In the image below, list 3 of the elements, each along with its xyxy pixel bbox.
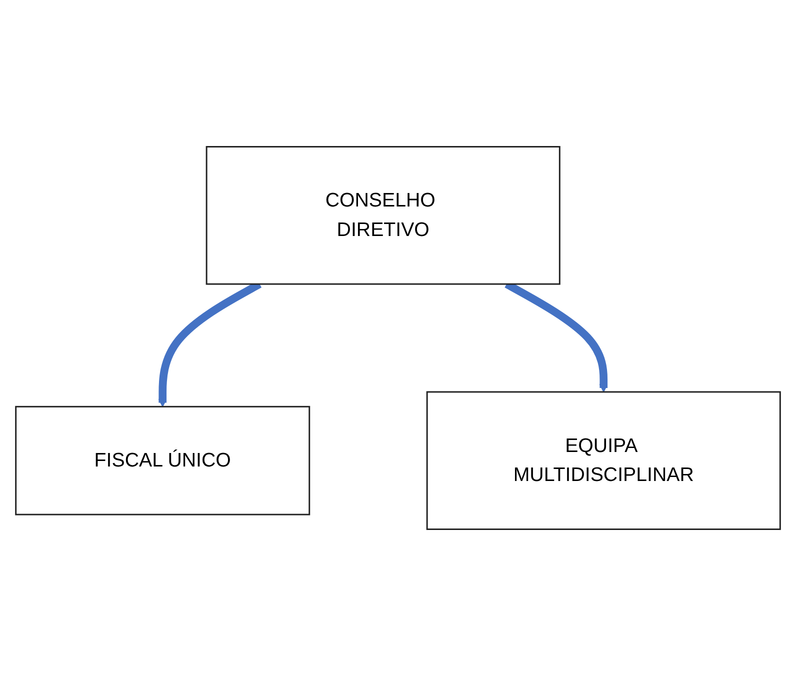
node-box: CONSELHO DIRETIVO — [206, 146, 560, 284]
node-box: EQUIPA MULTIDISCIPLINAR — [426, 390, 781, 530]
node-box: FISCAL ÚNICO — [15, 405, 310, 515]
